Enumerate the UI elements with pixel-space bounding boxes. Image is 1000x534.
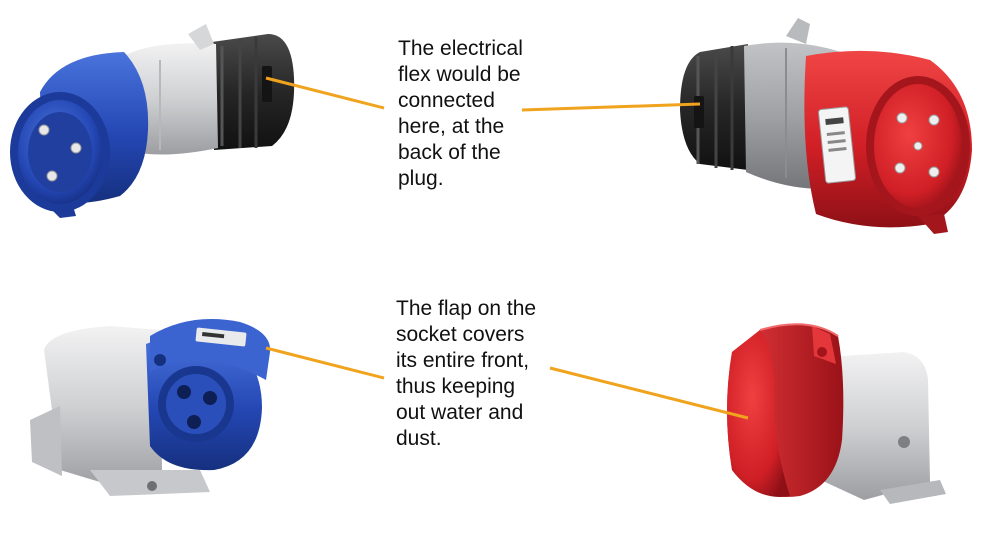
- red-socket-image: [727, 323, 946, 504]
- red-socket-cover: [727, 323, 844, 497]
- leader-line-red-plug: [521, 102, 701, 112]
- leader-lines: [265, 76, 749, 420]
- grey-mounting-box: [30, 326, 210, 496]
- caption-socket-flap: The flap on the socket covers its entire…: [396, 297, 537, 450]
- blue-socket-holes: [177, 385, 217, 429]
- blue-socket-flap: [150, 319, 271, 380]
- black-cable-nut: [212, 34, 295, 150]
- blue-plug-pins: [38, 124, 82, 182]
- leader-line-red-socket: [549, 366, 749, 420]
- red-plug-image: [680, 18, 972, 234]
- leader-line-blue-plug: [265, 76, 385, 110]
- leader-line-blue-socket: [265, 346, 385, 380]
- black-cable-nut-red: [680, 44, 748, 170]
- caption-plug-flex: The electrical flex would be connected h…: [398, 37, 523, 190]
- blue-plug-face: [10, 92, 110, 212]
- red-plug-pins: [894, 112, 940, 178]
- blue-socket-image: [30, 319, 271, 496]
- blue-plug-image: [10, 24, 295, 218]
